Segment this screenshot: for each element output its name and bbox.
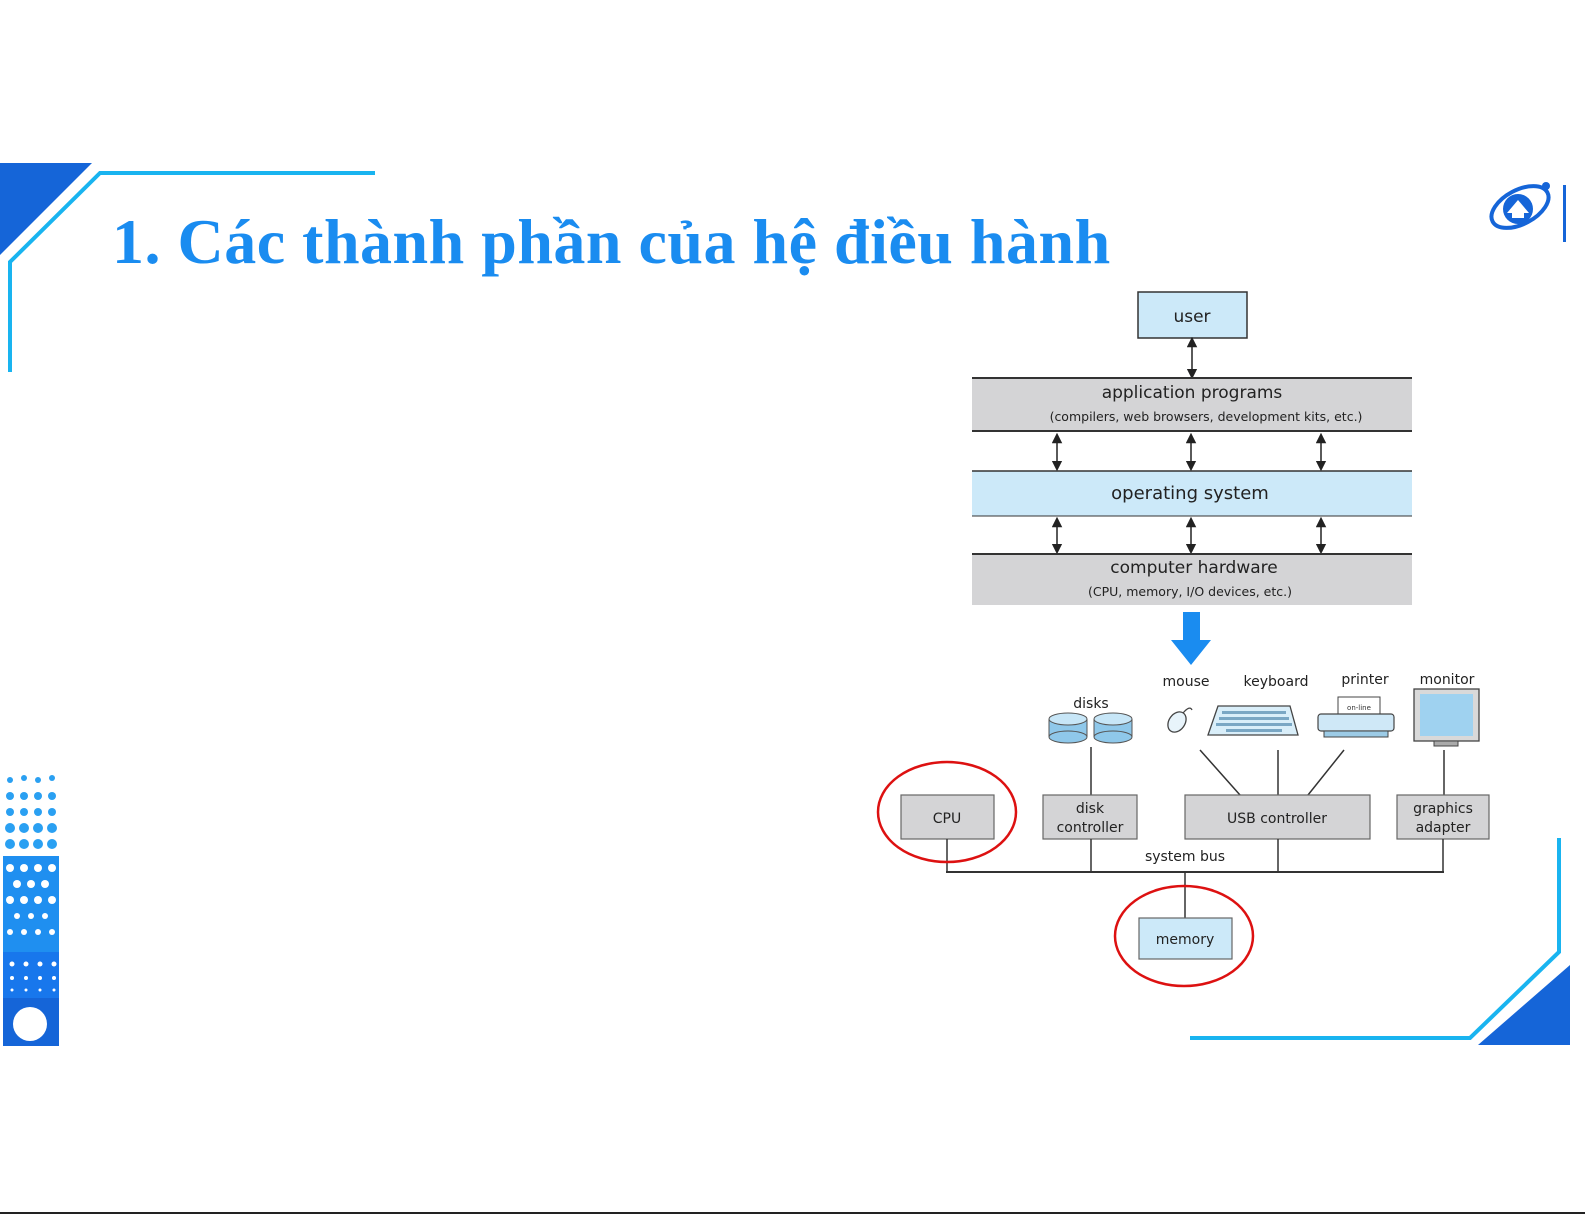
monitor-label: monitor xyxy=(1420,672,1475,688)
disk-controller-label-line1: disk xyxy=(1076,801,1105,817)
down-arrow-icon xyxy=(1171,612,1211,665)
graphics-adapter-label-line1: graphics xyxy=(1413,801,1473,817)
mouse-icon xyxy=(1164,708,1192,736)
user-label: user xyxy=(1173,307,1210,327)
usb-controller-label: USB controller xyxy=(1227,811,1327,827)
printer-paper-label: on-line xyxy=(1347,704,1371,712)
keyboard-label: keyboard xyxy=(1244,674,1309,690)
printer-icon: on-line xyxy=(1318,697,1394,737)
printer-label: printer xyxy=(1341,672,1389,688)
memory-label: memory xyxy=(1156,932,1215,948)
system-bus-label: system bus xyxy=(1145,849,1225,865)
mouse-label: mouse xyxy=(1163,674,1210,690)
graphics-adapter-label-line2: adapter xyxy=(1416,820,1471,836)
operating-system-label: operating system xyxy=(1111,483,1269,504)
application-programs-subtitle: (compilers, web browsers, development ki… xyxy=(1050,409,1363,424)
disks-icon xyxy=(1049,713,1132,743)
disks-label: disks xyxy=(1073,696,1108,712)
monitor-icon xyxy=(1414,689,1479,746)
disk-controller-label-line2: controller xyxy=(1057,820,1124,836)
application-programs-title: application programs xyxy=(1102,383,1283,403)
keyboard-icon xyxy=(1208,706,1298,735)
computer-hardware-title: computer hardware xyxy=(1110,558,1277,578)
bottom-divider xyxy=(0,1212,1585,1214)
computer-hardware-subtitle: (CPU, memory, I/O devices, etc.) xyxy=(1088,584,1292,599)
cpu-label: CPU xyxy=(933,811,961,827)
